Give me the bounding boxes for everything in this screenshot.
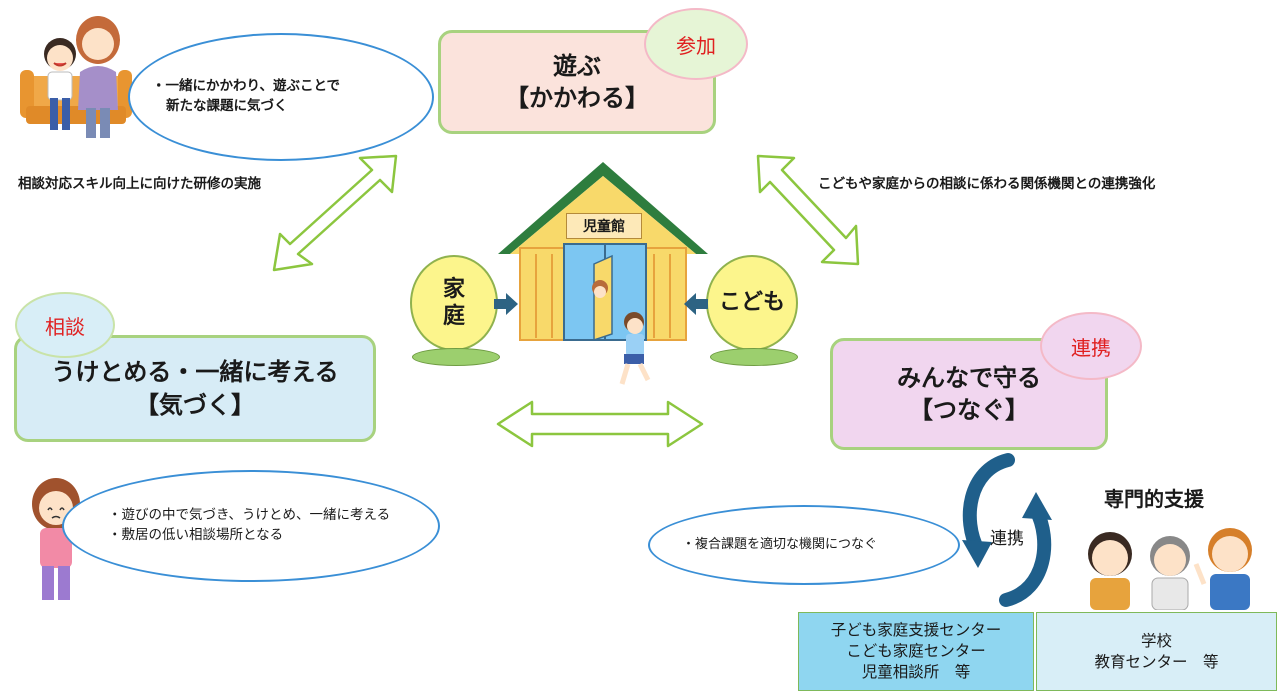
cycle-arrows-icon [962,453,1052,607]
house-sign: 児童館 [566,213,642,239]
participation-tag: 参加 [644,8,748,80]
child-circle: こども [706,255,798,351]
double-arrow-horizontal [496,400,704,448]
house-sign-label: 児童館 [583,219,625,235]
support-center-box: 子ども家庭支援センター こども家庭センター 児童相談所 等 [798,612,1034,691]
consult-title: うけとめる・一緒に考える [51,358,339,387]
caption-cooperation: こどもや家庭からの相談に係わる関係機関との連携強化 [818,176,1156,192]
special-support-title: 専門的支援 [1104,487,1204,511]
mother-child-illustration [20,16,132,138]
cooperation-tag: 連携 [1040,312,1142,380]
speech-bubble-consult: ・遊びの中で気づき、うけとめ、一緒に考える ・敷居の低い相談場所となる [62,470,440,582]
double-arrow-left-diagonal [272,154,398,272]
arrow-left-icon [684,293,708,315]
child-label: こども [718,290,785,316]
support-staff-illustration [1088,528,1252,610]
consultation-tag: 相談 [15,292,115,358]
childrens-house-icon [498,162,708,385]
speech-bubble-connect: ・複合課題を適切な機関につなぐ [648,505,960,585]
family-circle: 家 庭 [410,255,498,351]
speech-bubble-play: ・一緒にかかわり、遊ぶことで 新たな課題に気づく [128,33,434,161]
family-pedestal [412,348,500,366]
school-line: 学校 [1140,631,1172,650]
family-char-1: 家 [442,276,465,302]
bubble-line: ・遊びの中で気づき、うけとめ、一緒に考える [108,507,391,524]
arrow-right-icon [494,293,518,315]
protect-subtitle: 【つなぐ】 [909,396,1029,424]
play-subtitle: 【かかわる】 [505,84,649,112]
bubble-line: ・複合課題を適切な機関につなぐ [682,536,878,552]
support-center-line: こども家庭センター [846,642,986,661]
school-box: 学校 教育センター 等 [1036,612,1277,691]
cycle-label: 連携 [990,529,1024,549]
protect-title: みんなで守る [897,363,1041,392]
family-char-2: 庭 [442,304,465,329]
bubble-line: 新たな課題に気づく [166,98,288,114]
bubble-line: ・敷居の低い相談場所となる [108,527,284,543]
school-line: 教育センター 等 [1094,652,1219,671]
child-pedestal [710,348,798,366]
support-center-line: 児童相談所 等 [861,662,971,681]
support-center-line: 子ども家庭支援センター [830,621,1002,640]
play-title: 遊ぶ [553,51,601,80]
bubble-line: ・一緒にかかわり、遊ぶことで [152,78,341,95]
double-arrow-right-diagonal [756,154,860,266]
consult-subtitle: 【気づく】 [135,390,255,419]
caption-training: 相談対応スキル向上に向けた研修の実施 [18,176,261,192]
